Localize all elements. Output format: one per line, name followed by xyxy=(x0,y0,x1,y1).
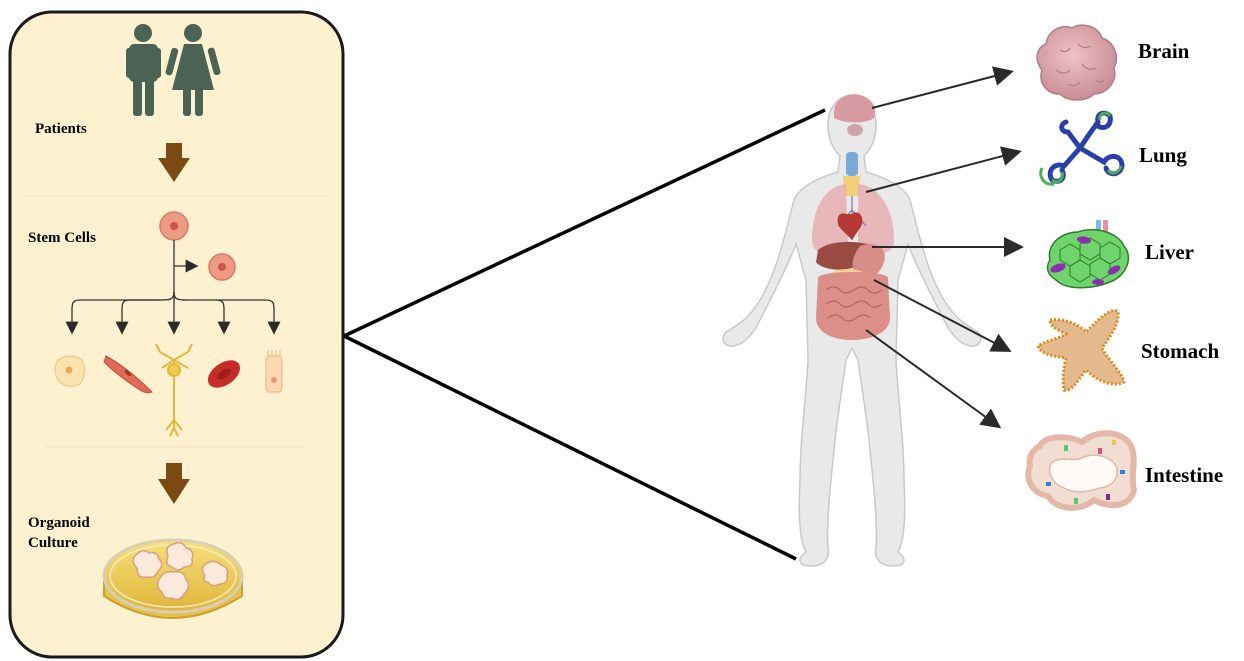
liver-organoid-icon xyxy=(1048,220,1129,288)
arrow-to-brain xyxy=(872,72,1010,108)
connector-line-bottom xyxy=(344,336,796,559)
lung-organoid-icon xyxy=(1041,113,1122,184)
brain-organoid-icon xyxy=(1037,25,1116,100)
organoid-label-stomach: Stomach xyxy=(1141,339,1219,363)
organoid-label-line1: Organoid xyxy=(28,515,90,531)
human-body-icon xyxy=(723,94,981,566)
organoid-label-line2: Culture xyxy=(28,535,78,551)
stomach-organoid-icon xyxy=(1038,310,1124,390)
organoid-label-lung: Lung xyxy=(1139,143,1187,167)
stem-cells-label: Stem Cells xyxy=(28,230,96,246)
connector-line-top xyxy=(344,110,825,336)
organoid-label-brain: Brain xyxy=(1138,39,1190,63)
daughter-stem-cell-icon xyxy=(209,254,235,280)
organoid-label-intestine: Intestine xyxy=(1145,463,1223,487)
patients-label: Patients xyxy=(35,121,87,137)
petri-dish-icon xyxy=(104,540,242,618)
epithelial-cell-icon xyxy=(266,350,282,392)
stem-cell-icon xyxy=(160,212,188,240)
organoid-label-liver: Liver xyxy=(1145,240,1194,264)
intestine-organoid-icon xyxy=(1028,433,1134,508)
arrow-to-lung xyxy=(866,152,1018,192)
fat-cell-icon xyxy=(55,356,85,386)
